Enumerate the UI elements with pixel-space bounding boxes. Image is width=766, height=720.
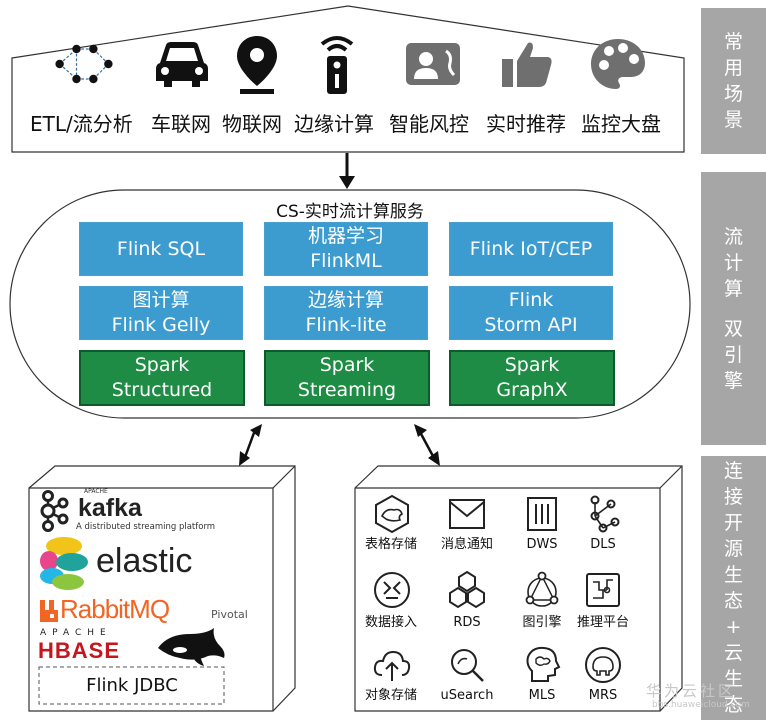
- cloud-label-data-access: 数据接入: [364, 615, 417, 630]
- service-line2: Streaming: [297, 379, 397, 401]
- kafka-nodes-icon: [40, 490, 69, 532]
- dls-graph-icon: [590, 495, 620, 533]
- magnifier-icon: [451, 649, 484, 682]
- service-line1: Spark: [319, 354, 375, 376]
- service-flink-iot-cep: Flink IoT/CEP: [449, 222, 613, 276]
- service-spark-streaming: Spark Streaming: [264, 350, 430, 406]
- kafka-wordmark: kafka: [78, 494, 142, 522]
- service-line1: Spark: [134, 354, 190, 376]
- brain-head-icon: [526, 646, 561, 682]
- service-spark-graphx: Spark GraphX: [449, 350, 615, 406]
- dws-icon: [527, 497, 557, 531]
- flink-jdbc-label: Flink JDBC: [86, 675, 178, 696]
- service-line2: FlinkML: [310, 250, 382, 272]
- side-label-engine-text-2: 双引擎: [723, 317, 743, 392]
- cloud-label-dls: DLS: [590, 537, 616, 552]
- table-store-icon: [375, 494, 409, 534]
- service-line1: 图计算: [132, 289, 190, 311]
- service-flink-gelly: 图计算 Flink Gelly: [79, 286, 243, 340]
- hbase-wordmark: HBASE: [38, 638, 121, 663]
- engine-title: CS-实时流计算服务: [276, 202, 424, 222]
- service-line2: Flink-lite: [305, 314, 387, 336]
- network-nodes-icon: [54, 34, 114, 94]
- side-label-ecosystem-text-1: 连接开源生态: [723, 460, 743, 612]
- side-label-ecosystem-plus: +: [725, 616, 742, 638]
- service-line2: Storm API: [484, 314, 578, 336]
- envelope-icon: [449, 499, 485, 529]
- scenario-label-iov: 车联网: [151, 112, 211, 136]
- service-line2: Structured: [111, 379, 213, 401]
- double-arrow-right: [414, 424, 440, 466]
- scenario-label-iot: 物联网: [222, 112, 282, 136]
- rabbitmq-logo: RabbitMQ Pivotal: [38, 594, 268, 628]
- elastic-logo: elastic: [38, 536, 268, 592]
- service-line2: GraphX: [496, 379, 568, 401]
- service-spark-structured: Spark Structured: [79, 350, 245, 406]
- car-icon: [152, 34, 212, 94]
- side-label-ecosystem: 连接开源生态 + 云生态: [701, 456, 766, 720]
- data-access-icon: [374, 572, 410, 608]
- cloud-label-dws: DWS: [526, 537, 558, 552]
- service-line1: Flink SQL: [116, 237, 206, 260]
- orca-icon: [158, 628, 225, 666]
- service-line1: 边缘计算: [307, 289, 384, 311]
- pivotal-text: Pivotal: [211, 608, 248, 621]
- scenario-label-edge: 边缘计算: [294, 112, 374, 136]
- cloud-upload-icon: [373, 650, 411, 681]
- side-label-scenarios: 常用场景: [701, 8, 766, 154]
- cloud-label-table-store: 表格存储: [364, 537, 417, 552]
- service-flink-storm-api: Flink Storm API: [449, 286, 613, 340]
- cloud-label-mrs: MRS: [588, 688, 618, 703]
- side-label-engine: 流计算 双引擎: [701, 172, 766, 445]
- watermark-text: 华为云社区: [646, 682, 737, 700]
- elastic-flower-icon: [40, 537, 88, 590]
- side-label-engine-text-1: 流计算: [723, 225, 743, 300]
- elephant-icon: [585, 647, 621, 683]
- kafka-apache-small: APACHE: [84, 488, 108, 495]
- hbase-apache-small: APACHE: [40, 628, 112, 638]
- scenario-label-risk: 智能风控: [389, 112, 469, 136]
- double-arrow-left: [239, 424, 262, 466]
- side-label-scenarios-text: 常用场景: [723, 31, 743, 131]
- side-label-ecosystem-text-2: 云生态: [723, 642, 743, 716]
- rds-icon: [449, 570, 485, 609]
- rabbitmq-wordmark: RabbitMQ: [60, 594, 170, 624]
- cloud-label-rds: RDS: [453, 615, 481, 630]
- scenario-label-dashboard: 监控大盘: [581, 112, 661, 136]
- service-flinkml: 机器学习 FlinkML: [264, 222, 428, 276]
- cloud-label-notification: 消息通知: [440, 537, 493, 552]
- service-flink-sql: Flink SQL: [79, 222, 243, 276]
- service-line1: Spark: [504, 354, 560, 376]
- cloud-label-graph-engine: 图引擎: [522, 615, 562, 630]
- thumbs-up-icon: [497, 34, 557, 94]
- flink-jdbc-dashed-box: [38, 666, 225, 705]
- cloud-label-object-storage: 对象存储: [364, 688, 417, 703]
- watermark-url: bbs.huaweicloud.com: [652, 700, 750, 710]
- graph-engine-icon: [525, 571, 559, 607]
- cloud-label-mls: MLS: [528, 688, 556, 703]
- palette-icon: [588, 34, 648, 94]
- service-line1: 机器学习: [307, 225, 384, 247]
- service-line2: Flink Gelly: [111, 314, 211, 336]
- open-source-box: [28, 465, 296, 712]
- inference-chip-icon: [586, 573, 620, 607]
- cloud-label-inference: 推理平台: [576, 615, 629, 630]
- hbase-logo: APACHE HBASE: [38, 628, 268, 666]
- cloud-label-usearch: uSearch: [440, 688, 494, 703]
- scenario-label-etl: ETL/流分析: [30, 112, 133, 136]
- service-line1: Flink: [508, 289, 554, 311]
- service-line1: Flink IoT/CEP: [469, 237, 593, 260]
- contact-card-icon: [403, 34, 463, 94]
- remote-signal-icon: [307, 34, 367, 94]
- service-flink-lite: 边缘计算 Flink-lite: [264, 286, 428, 340]
- scenario-label-recommend: 实时推荐: [486, 112, 566, 136]
- kafka-subtitle: A distributed streaming platform: [76, 522, 216, 532]
- rabbitmq-icon: [40, 600, 58, 622]
- kafka-logo: APACHE kafka A distributed streaming pla…: [38, 488, 268, 532]
- location-pin-icon: [227, 34, 287, 94]
- elastic-wordmark: elastic: [96, 542, 193, 580]
- arrow-down-head: [339, 176, 355, 189]
